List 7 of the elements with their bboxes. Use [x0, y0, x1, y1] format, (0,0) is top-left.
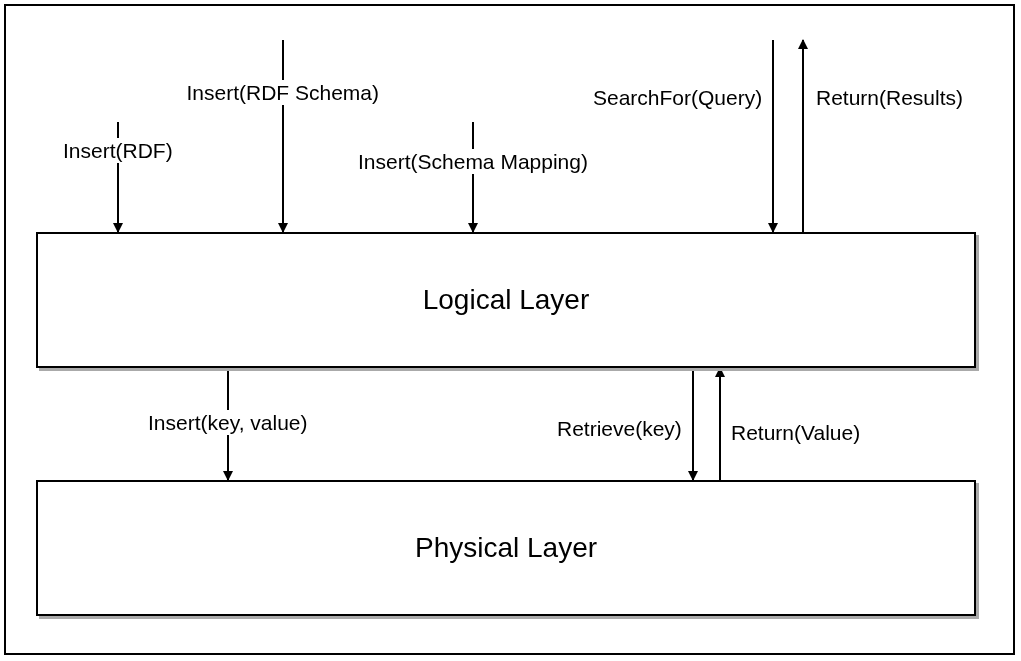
arrow — [798, 39, 808, 233]
layer-box — [36, 232, 976, 368]
layer-box — [36, 480, 976, 616]
layer-title: Logical Layer — [422, 283, 590, 317]
arrow — [768, 39, 778, 233]
arrow — [278, 39, 288, 233]
layer-title: Physical Layer — [414, 531, 598, 565]
